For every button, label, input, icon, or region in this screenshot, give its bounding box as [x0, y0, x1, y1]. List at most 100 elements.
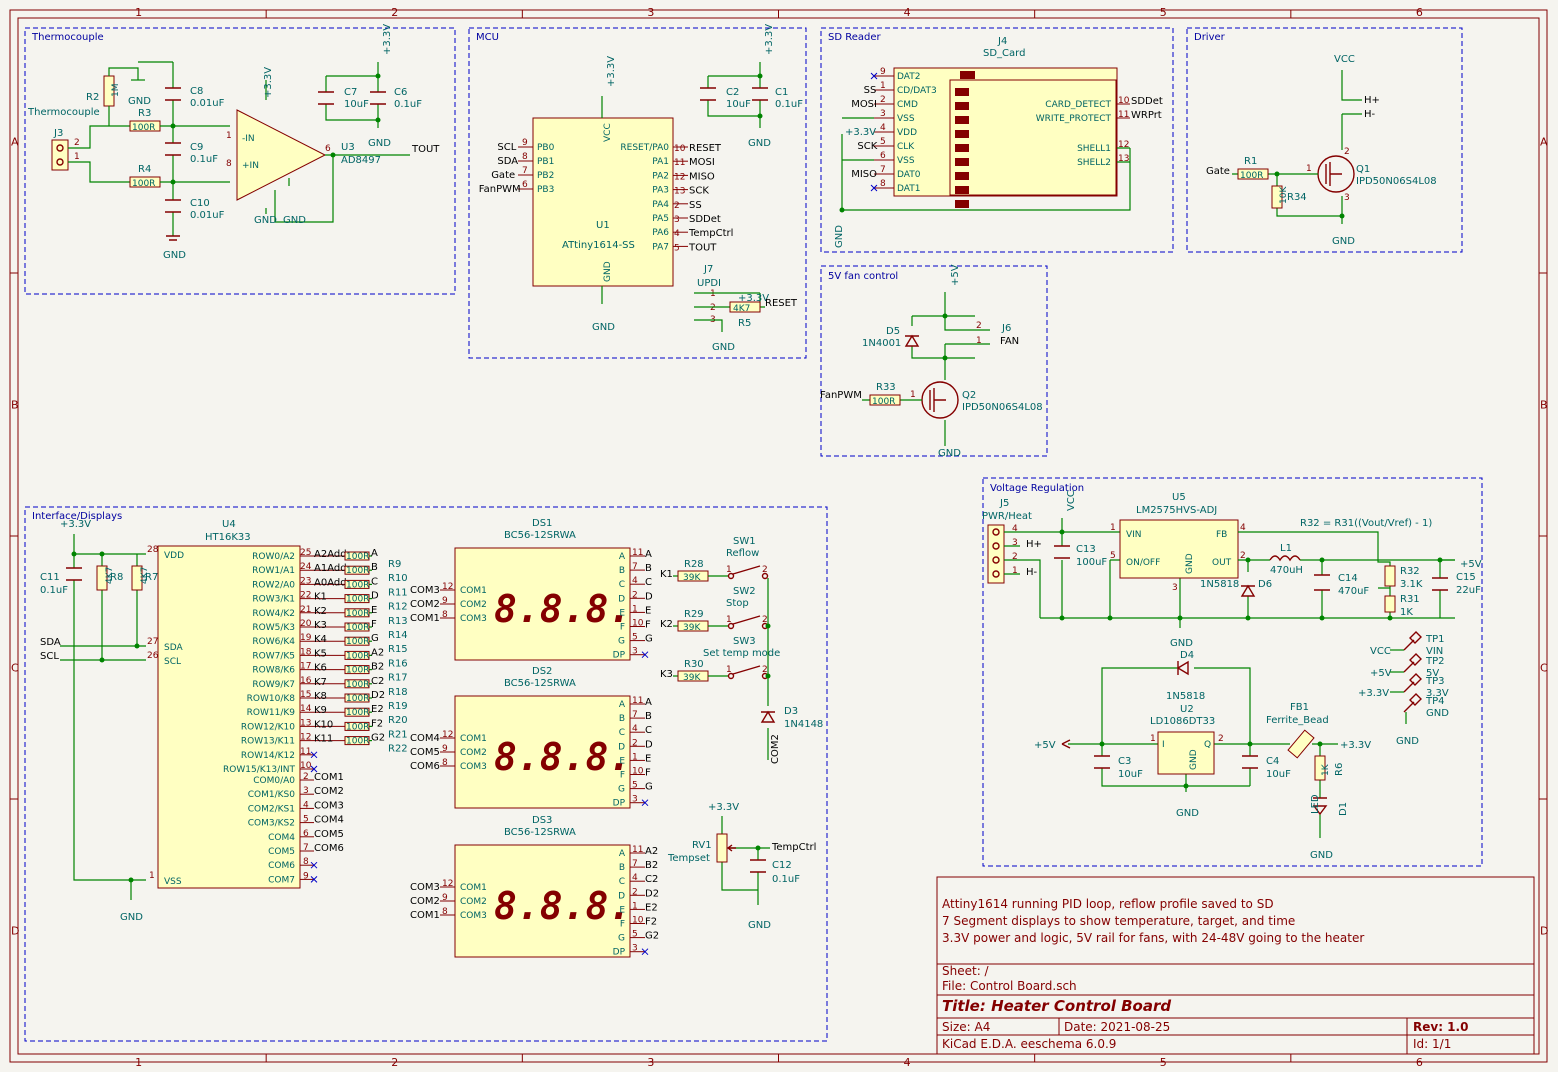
svg-text:R8: R8	[110, 572, 123, 583]
svg-text:C14: C14	[1338, 573, 1358, 584]
display-ref: DS1	[532, 518, 552, 529]
sd-pin-name: VDD	[897, 128, 917, 138]
svg-text:2: 2	[1240, 551, 1246, 561]
grid-row-label: D	[11, 925, 19, 938]
svg-text:J4: J4	[997, 36, 1007, 47]
svg-text:1: 1	[976, 336, 982, 346]
svg-text:R6: R6	[1334, 763, 1345, 776]
svg-text:C2: C2	[726, 87, 739, 98]
net-label: G	[371, 633, 379, 644]
svg-text:27: 27	[147, 637, 158, 647]
svg-text:GND: GND	[283, 215, 306, 226]
display-pin-name: COM1	[460, 883, 487, 893]
display-pin-num: 5	[632, 781, 638, 791]
svg-text:0.1uF: 0.1uF	[775, 99, 803, 110]
net-label: SS	[864, 85, 877, 96]
grid-row-label: B	[1540, 399, 1548, 412]
switch-resistor-value: 39K	[683, 623, 701, 633]
net-label: A2	[371, 647, 384, 658]
net-label: COM2	[314, 786, 344, 797]
net-label: COM3	[410, 585, 440, 596]
u4-pin-name: ROW14/K12	[241, 751, 295, 761]
svg-text:C8: C8	[190, 86, 203, 97]
net-label: E	[645, 753, 651, 764]
svg-text:R32 = R31((Vout/Vref) - 1): R32 = R31((Vout/Vref) - 1)	[1300, 518, 1432, 529]
net-label: C	[645, 725, 652, 736]
svg-text:GND: GND	[1189, 749, 1199, 770]
block-sd-reader: SD Reader	[820, 27, 1174, 253]
segment-resistor-value: 100R	[346, 609, 369, 619]
svg-text:C4: C4	[1266, 756, 1279, 767]
sd-pin-name: VSS	[897, 114, 915, 124]
sd-pin-name: DAT2	[897, 72, 920, 82]
tp-value: 5V	[1426, 668, 1439, 679]
display-pin-name: COM2	[460, 897, 487, 907]
net-label: COM2	[410, 599, 440, 610]
u4-pin-name: ROW7/K5	[252, 651, 295, 661]
mcu-circuit: U1 ATtiny1614-SS VCC GND +3.3V GND PB09S…	[479, 24, 803, 353]
svg-text:0.01uF: 0.01uF	[190, 98, 225, 109]
mcu-pin-num: 9	[522, 138, 528, 148]
u4-pin-name: ROW0/A2	[252, 552, 295, 562]
svg-text:H-: H-	[1026, 567, 1038, 578]
display-digits: 8.8.8.	[494, 587, 631, 631]
mcu-pin-name: PA7	[652, 242, 669, 252]
svg-text:LED: LED	[1310, 794, 1321, 814]
svg-text:1: 1	[74, 152, 80, 162]
svg-text:U5: U5	[1172, 492, 1186, 503]
segment-resistor-ref: R17	[388, 673, 408, 684]
segment-resistor-value: 100R	[346, 637, 369, 647]
u4-pin-name: ROW3/K1	[252, 595, 295, 605]
u4-pin-name: ROW13/K11	[241, 737, 295, 747]
svg-text:1: 1	[1306, 164, 1312, 174]
net-label: F	[645, 768, 651, 779]
net-label: SCK	[689, 186, 709, 197]
svg-text:TempCtrl: TempCtrl	[771, 842, 816, 853]
svg-text:R33: R33	[876, 382, 896, 393]
net-label: K1	[660, 569, 673, 580]
display-pin-num: 7	[632, 859, 638, 869]
segment-resistor-ref: R22	[388, 744, 408, 755]
display-pin-num: 3	[632, 944, 638, 954]
net-label: K2	[660, 619, 673, 630]
svg-text:R1: R1	[1244, 156, 1257, 167]
net-label: MOSI	[689, 157, 715, 168]
thermocouple-circuit: J3 Thermocouple 21 100R R3 100R R4 1M R2…	[27, 24, 440, 261]
svg-text:GND: GND	[1176, 808, 1199, 819]
display-pin-num: 10	[632, 619, 644, 629]
j3-ref: J3	[53, 128, 63, 139]
svg-text:GND: GND	[592, 322, 615, 333]
net-label: K7	[314, 677, 327, 688]
net-label: D	[371, 591, 379, 602]
svg-text:+3.3V: +3.3V	[60, 519, 91, 530]
svg-text:GND: GND	[1170, 638, 1193, 649]
svg-text:6: 6	[325, 144, 331, 154]
svg-text:1: 1	[226, 131, 232, 141]
display-pin-num: 8	[442, 758, 448, 768]
net-label: RESET	[689, 143, 722, 154]
net-label: K5	[314, 648, 327, 659]
block-title: Driver	[1194, 32, 1226, 43]
u4-pin-num: 24	[300, 562, 312, 572]
interface-displays-circuit: +3.3V 4K7 4K7 R8 R7 C11 0.1uF SDA SCL GN…	[40, 518, 823, 958]
u4-pin-num: 11	[300, 747, 311, 757]
net-label: COM1	[410, 910, 440, 921]
mcu-pin-name: PA1	[652, 157, 669, 167]
block-title: MCU	[476, 32, 499, 43]
segment-resistor-value: 100R	[346, 708, 369, 718]
segment-resistor-value: 100R	[346, 666, 369, 676]
display-pin-name: G	[618, 785, 625, 795]
svg-text:+3.3V: +3.3V	[382, 24, 393, 55]
mcu-pin-name: PA2	[652, 171, 669, 181]
svg-text:TOUT: TOUT	[411, 144, 440, 155]
display-pin-num: 1	[632, 901, 638, 911]
note-line: 7 Segment displays to show temperature, …	[942, 914, 1295, 928]
display-pin-num: 11	[632, 696, 643, 706]
sd-pin-num: 5	[880, 137, 886, 147]
svg-text:+IN: +IN	[242, 161, 259, 171]
svg-text:1: 1	[726, 565, 732, 575]
display-pin-num: 4	[632, 576, 638, 586]
net-label: E2	[371, 704, 384, 715]
